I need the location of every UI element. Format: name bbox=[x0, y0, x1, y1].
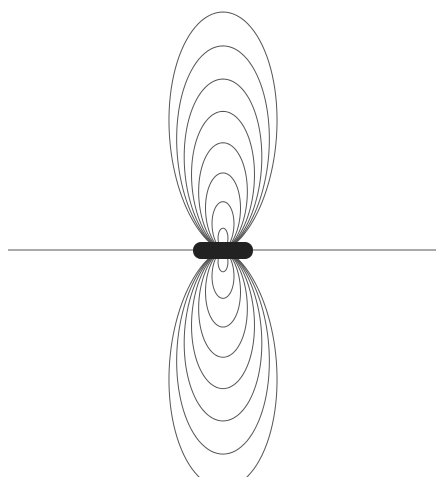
lower-field-line bbox=[183, 249, 263, 422]
upper-field-line bbox=[191, 110, 255, 251]
upper-field-line bbox=[205, 172, 241, 251]
lower-field-line bbox=[198, 249, 248, 358]
lower-field-line bbox=[191, 249, 255, 390]
lower-field-line bbox=[168, 249, 278, 477]
upper-field-line bbox=[183, 78, 263, 251]
lower-field-line bbox=[205, 249, 241, 328]
upper-field-line bbox=[168, 11, 278, 251]
upper-field-line bbox=[176, 45, 270, 251]
upper-field-line bbox=[198, 142, 248, 251]
upper-field-lines bbox=[168, 11, 278, 251]
lower-field-lines bbox=[168, 249, 278, 477]
lower-field-line bbox=[176, 249, 270, 455]
dipole-magnet-source bbox=[193, 242, 253, 259]
